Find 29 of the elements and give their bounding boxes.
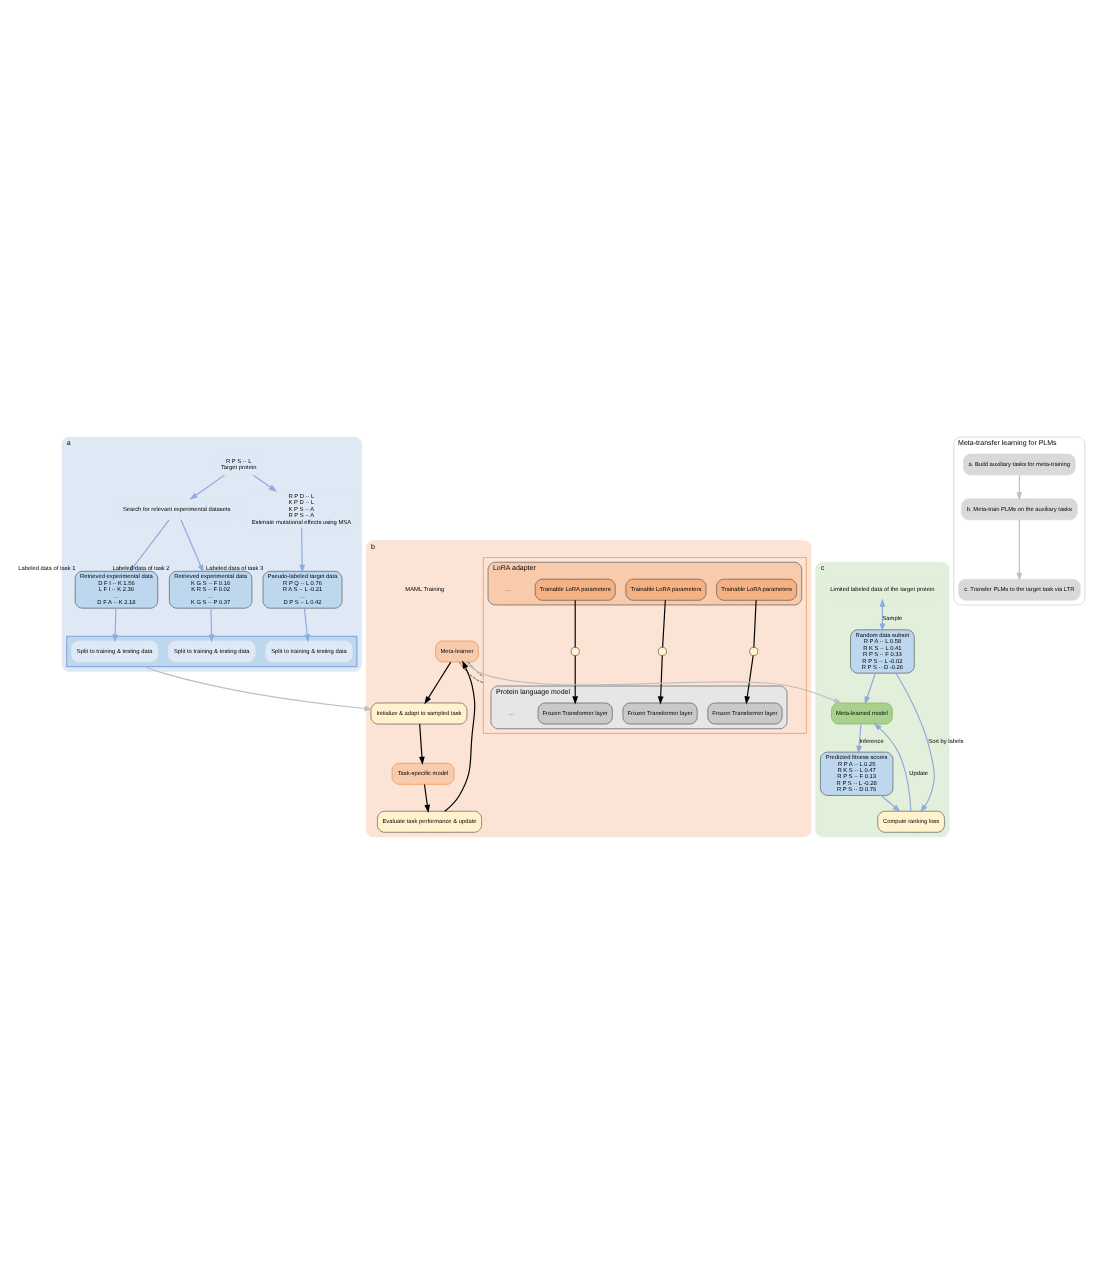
arrow	[873, 721, 912, 811]
arrow	[112, 606, 119, 642]
node-circle	[658, 646, 667, 655]
connector	[753, 598, 757, 647]
arrow	[180, 518, 204, 572]
arrow	[299, 526, 306, 572]
connector	[574, 598, 576, 647]
arrow	[1016, 518, 1023, 580]
arrow	[464, 660, 843, 703]
arrow	[423, 782, 431, 812]
connector	[459, 661, 484, 683]
node-circle	[570, 646, 580, 655]
arrow	[895, 671, 935, 812]
connector	[662, 598, 666, 647]
node-circle	[749, 646, 759, 655]
arrow	[252, 473, 277, 491]
arrow	[424, 660, 452, 704]
arrow	[419, 722, 425, 764]
arrow	[303, 606, 311, 642]
arrow	[144, 665, 373, 711]
arrow	[864, 671, 876, 704]
arrow	[572, 654, 579, 704]
arrow	[744, 654, 754, 704]
arrow	[444, 659, 476, 811]
arrow	[657, 654, 664, 704]
arrow	[189, 473, 226, 499]
arrow	[856, 722, 862, 753]
arrow	[208, 606, 215, 642]
arrow	[880, 793, 901, 812]
